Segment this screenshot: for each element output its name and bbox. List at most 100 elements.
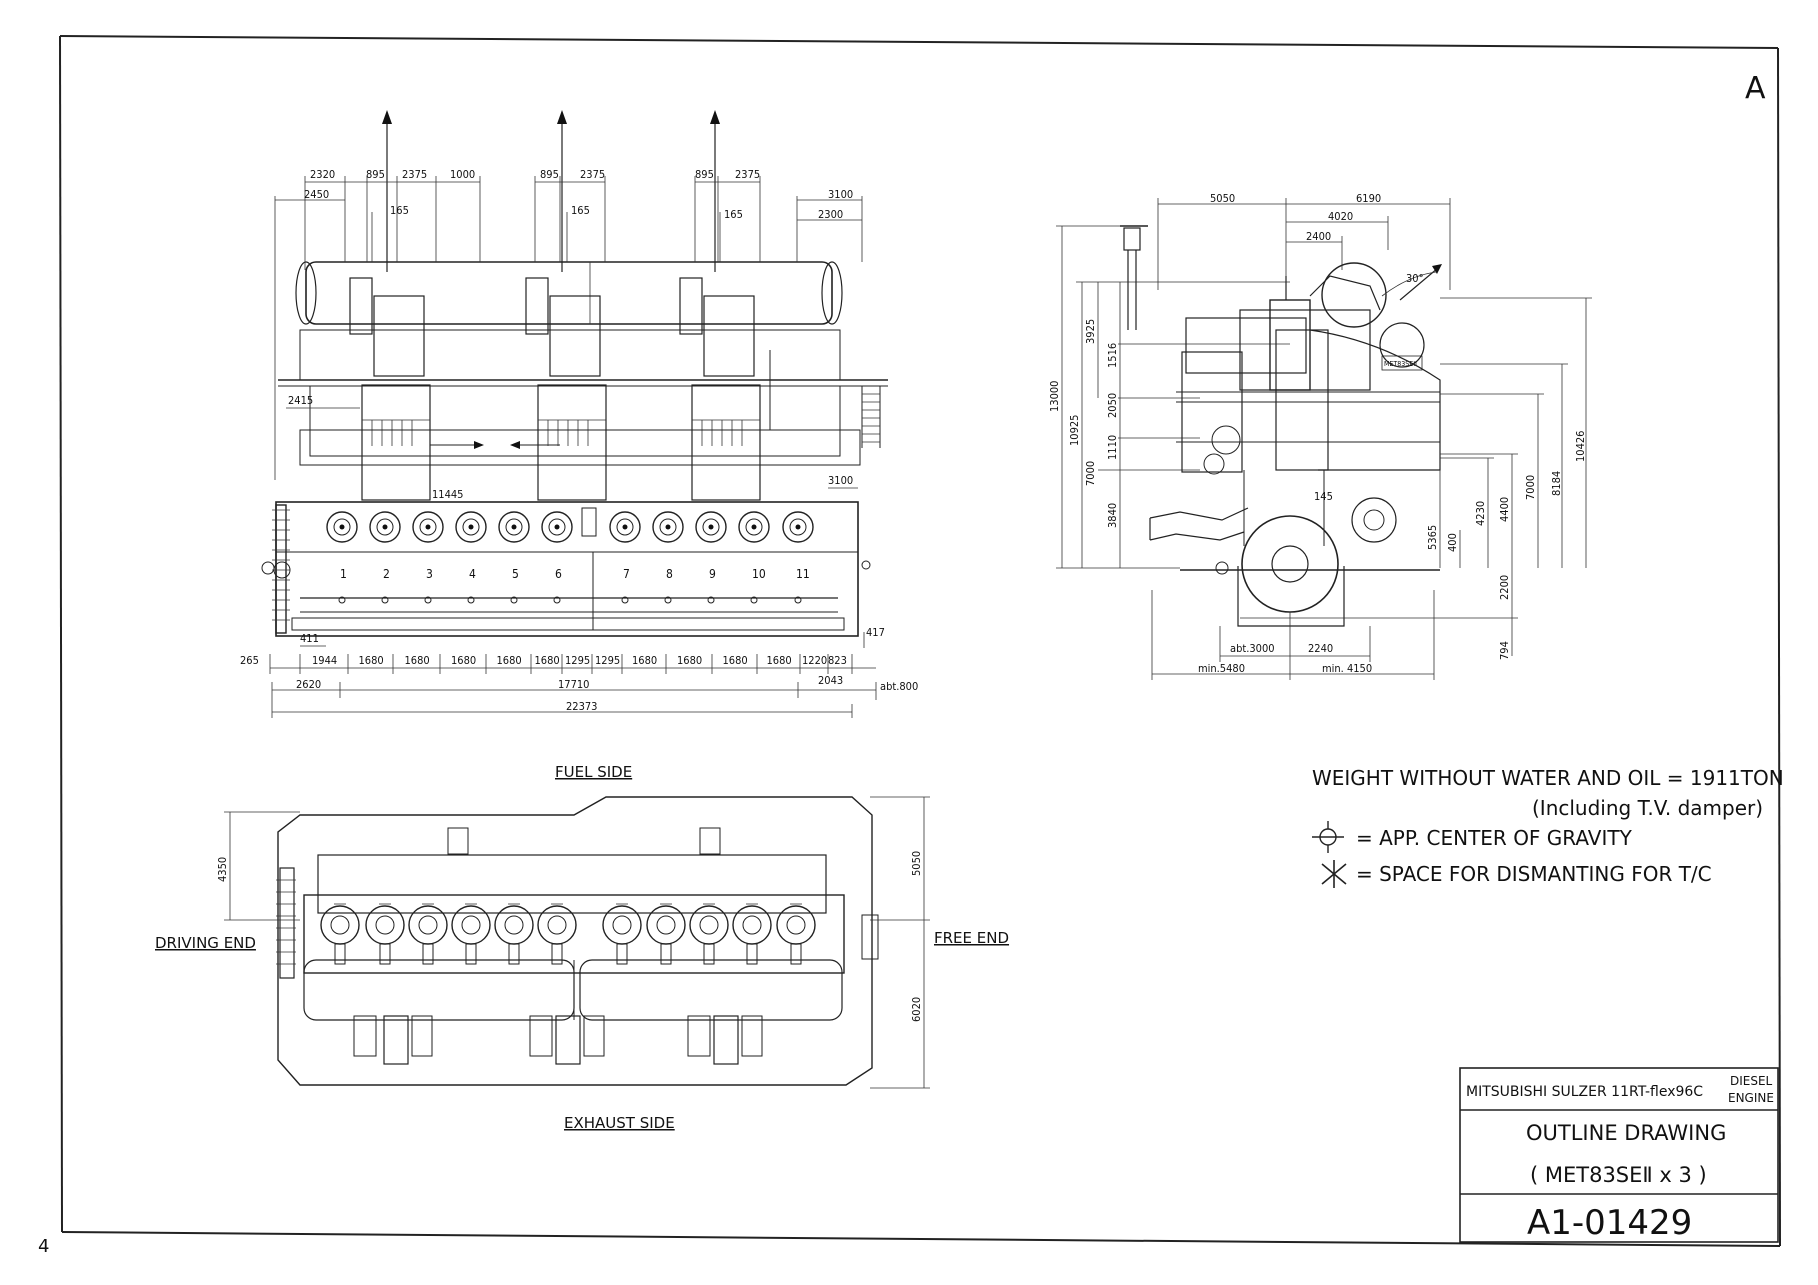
dim-3925: 3925 <box>1084 319 1097 344</box>
plan-cylinder-11 <box>776 903 816 965</box>
cylinder-cover-9 <box>695 511 727 604</box>
dim-4400: 4400 <box>1498 497 1511 522</box>
dim-2320: 2320 <box>310 168 335 181</box>
drawing-number: A1-01429 <box>1527 1203 1692 1243</box>
cylinder-cover-7 <box>609 511 641 604</box>
legend-dismantling-space: = SPACE FOR DISMANTING FOR T/C <box>1356 862 1712 886</box>
dim-7000-left: 7000 <box>1084 461 1097 486</box>
dim-11445: 11445 <box>432 488 463 501</box>
end-view-left-dimensions: 13000 10925 3925 1516 2050 1110 7000 384… <box>1048 225 1290 569</box>
fuel-side-label: FUEL SIDE <box>555 763 632 781</box>
cylinder-number-6: 6 <box>555 567 562 581</box>
dim-165-c: 165 <box>724 208 743 221</box>
cylinder-cover-row <box>326 507 814 604</box>
dim-8184: 8184 <box>1550 471 1563 496</box>
dim-5050-plan: 5050 <box>910 851 923 876</box>
drawing-border <box>59 35 1781 1247</box>
dim-1516: 1516 <box>1106 343 1119 368</box>
plan-cylinder-3 <box>408 903 448 965</box>
dim-13000: 13000 <box>1048 381 1061 412</box>
turbocharger-3 <box>679 277 761 501</box>
dim-165-a: 165 <box>390 204 409 217</box>
row1-dim-13: 1220 <box>802 654 827 667</box>
cylinder-cover-1 <box>326 511 358 604</box>
dim-895-b: 895 <box>540 168 559 181</box>
dim-5050-end: 5050 <box>1210 192 1235 205</box>
row1-dim-9: 1680 <box>632 654 657 667</box>
dim-3100-side: 3100 <box>828 474 853 487</box>
dim-22373: 22373 <box>566 700 597 713</box>
row1-dim-12: 1680 <box>767 654 792 667</box>
engine-block <box>261 501 871 637</box>
row1-dim-7: 1295 <box>565 654 590 667</box>
dim-2375-b: 2375 <box>580 168 605 181</box>
plan-cylinder-10 <box>732 903 772 965</box>
center-of-gravity-symbol <box>1312 821 1344 853</box>
cylinder-number-1: 1 <box>340 567 347 581</box>
free-end-label: FREE END <box>934 929 1009 947</box>
row1-dim-2: 1680 <box>359 654 384 667</box>
row1-dim-11: 1680 <box>723 654 748 667</box>
dismantling-space-symbol <box>1321 860 1347 888</box>
plan-cylinder-6 <box>537 903 577 965</box>
dim-145: 145 <box>1314 490 1333 503</box>
cylinder-cover-10 <box>738 511 770 604</box>
dim-2050: 2050 <box>1106 393 1119 418</box>
elevation-top-dimensions: 2320 2450 895 165 2375 1000 895 165 2375… <box>274 168 863 480</box>
row1-dim-5: 1680 <box>497 654 522 667</box>
access-ladder <box>861 386 881 448</box>
dim-3100-top: 3100 <box>828 188 853 201</box>
end-view-bottom-dimensions: abt.3000 2240 min.5480 min. 4150 <box>1151 590 1435 680</box>
dim-2375-c: 2375 <box>735 168 760 181</box>
plan-cylinder-2 <box>365 903 405 965</box>
dim-2620: 2620 <box>296 678 321 691</box>
turbocharger-1 <box>349 277 431 501</box>
cylinder-number-7: 7 <box>623 567 630 581</box>
dim-7000-right: 7000 <box>1524 475 1537 500</box>
cylinder-number-11: 11 <box>796 567 810 581</box>
drawing-subtitle: ( MET83SEⅡ x 3 ) <box>1530 1163 1707 1187</box>
dim-abt-3000: abt.3000 <box>1230 642 1275 655</box>
dim-2400: 2400 <box>1306 230 1331 243</box>
elevation-side-dimensions: 2415 3100 11445 <box>286 394 858 501</box>
dim-min-5480: min.5480 <box>1198 662 1245 675</box>
plan-cylinder-4 <box>451 903 491 965</box>
dim-2043: 2043 <box>818 674 843 687</box>
dim-2240: 2240 <box>1308 642 1333 655</box>
cylinder-cover-3 <box>412 511 444 604</box>
cylinder-number-9: 9 <box>709 567 716 581</box>
turbocharger-nameplate: MET83SEII <box>1384 360 1417 368</box>
title-block: MITSUBISHI SULZER 11RT-flex96C DIESEL EN… <box>1459 1067 1779 1243</box>
dim-2375-a: 2375 <box>402 168 427 181</box>
plan-cylinder-5 <box>494 903 534 965</box>
dim-2415: 2415 <box>288 394 313 407</box>
dim-3840: 3840 <box>1106 503 1119 528</box>
dim-1000: 1000 <box>450 168 475 181</box>
cylinder-gap-box <box>581 507 597 537</box>
engine-plan-view: FUEL SIDE EXHAUST SIDE DRIVING END FREE … <box>155 763 1009 1132</box>
engine-upper-structure <box>278 329 888 466</box>
cylinder-number-8: 8 <box>666 567 673 581</box>
revision-letter: A <box>1745 71 1766 106</box>
dim-400: 400 <box>1446 533 1459 552</box>
dim-10925: 10925 <box>1068 415 1081 446</box>
engine-end-view: 5050 6190 4020 2400 13000 10925 3925 <box>1048 192 1592 680</box>
legend-center-of-gravity: = APP. CENTER OF GRAVITY <box>1356 826 1633 850</box>
elevation-bottom-dimensions: 411 417 2620 17710 2043 abt.800 22373 <box>271 626 918 718</box>
turbocharger-units <box>349 277 761 501</box>
dim-6190: 6190 <box>1356 192 1381 205</box>
cylinder-number-10: 10 <box>752 567 766 581</box>
dim-min-4150: min. 4150 <box>1322 662 1372 675</box>
cylinder-cover-5 <box>498 511 530 604</box>
page-number: 4 <box>38 1236 49 1257</box>
dim-794: 794 <box>1498 641 1511 660</box>
weight-note-detail: (Including T.V. damper) <box>1532 796 1763 820</box>
row1-dim-6: 1680 <box>535 654 560 667</box>
scavenge-air-receiver <box>295 261 843 325</box>
plan-cylinder-9 <box>689 903 729 965</box>
dim-17710: 17710 <box>558 678 589 691</box>
drawing-title: OUTLINE DRAWING <box>1526 1121 1726 1145</box>
